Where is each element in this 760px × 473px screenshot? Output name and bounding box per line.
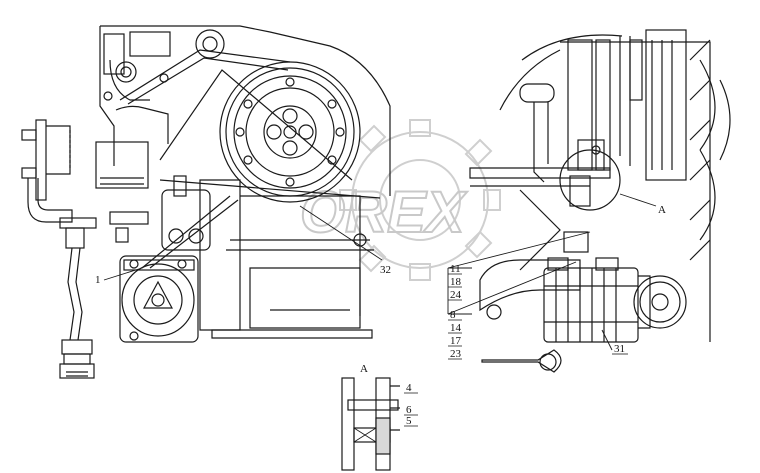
- leader-lines: [103, 193, 657, 351]
- alternator: [119, 255, 199, 343]
- watermark-text: OREX: [300, 180, 468, 245]
- belt-tensioner-arm: [469, 167, 611, 320]
- idler-bracket: [161, 175, 211, 251]
- callout-8: 8: [450, 309, 456, 321]
- detail-callout-5: 5: [406, 415, 412, 427]
- watermark-gear-icon: [339, 119, 501, 281]
- detail-callout-6: 6: [406, 404, 412, 416]
- crankshaft-pulley: [219, 61, 361, 203]
- callout-11: 11: [450, 263, 461, 275]
- left-bracket: [21, 119, 73, 223]
- drive-belts: [119, 49, 381, 269]
- callout-24: 24: [450, 289, 462, 301]
- callout-17: 17: [450, 335, 462, 347]
- view-marker-a: A: [658, 204, 666, 216]
- callout-31: 31: [614, 343, 625, 355]
- view-a-circle: [559, 149, 621, 211]
- callout-14: 14: [450, 322, 462, 334]
- detail-callout-4: 4: [406, 382, 412, 394]
- callout-1: 1: [95, 274, 101, 286]
- hinge-plate: [95, 141, 149, 243]
- detail-a: [341, 377, 400, 471]
- ac-compressor: [543, 257, 687, 343]
- callout-32: 32: [380, 264, 391, 276]
- mounting-lug: [481, 349, 562, 373]
- callout-underlines: [404, 273, 628, 427]
- detail-a-title: A: [360, 363, 368, 375]
- callouts: 1 32 11 18 24 8 14 17 23 31 A A 4 6 5: [95, 204, 666, 427]
- tensioner-rod: [59, 217, 97, 379]
- watermark: OREX: [299, 119, 501, 281]
- right-housing: [499, 29, 731, 342]
- callout-18: 18: [450, 276, 462, 288]
- callout-23: 23: [450, 348, 462, 360]
